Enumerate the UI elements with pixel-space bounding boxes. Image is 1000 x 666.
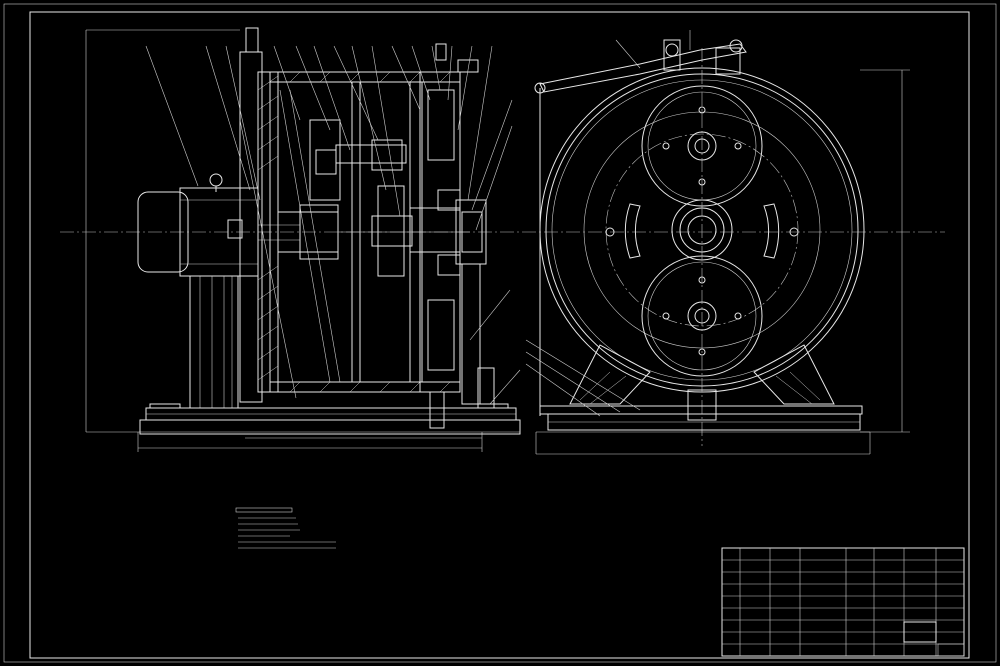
inner-frame <box>29 11 970 659</box>
ring-gear <box>419 43 487 393</box>
height-dimension <box>860 69 910 433</box>
right-support <box>429 263 495 429</box>
motor-stand <box>189 275 239 409</box>
right-slot <box>763 203 780 259</box>
front-base <box>535 405 871 455</box>
front-view <box>525 30 910 455</box>
technical-notes <box>235 507 336 549</box>
title-block <box>721 547 965 657</box>
left-slot <box>624 203 641 259</box>
outer-border <box>3 3 997 663</box>
callout-leaders-left <box>145 45 521 405</box>
base-plate <box>139 403 521 435</box>
brake-lever <box>534 30 747 94</box>
gear-train <box>277 119 470 277</box>
motor <box>137 173 300 277</box>
side-section-view <box>85 27 521 452</box>
